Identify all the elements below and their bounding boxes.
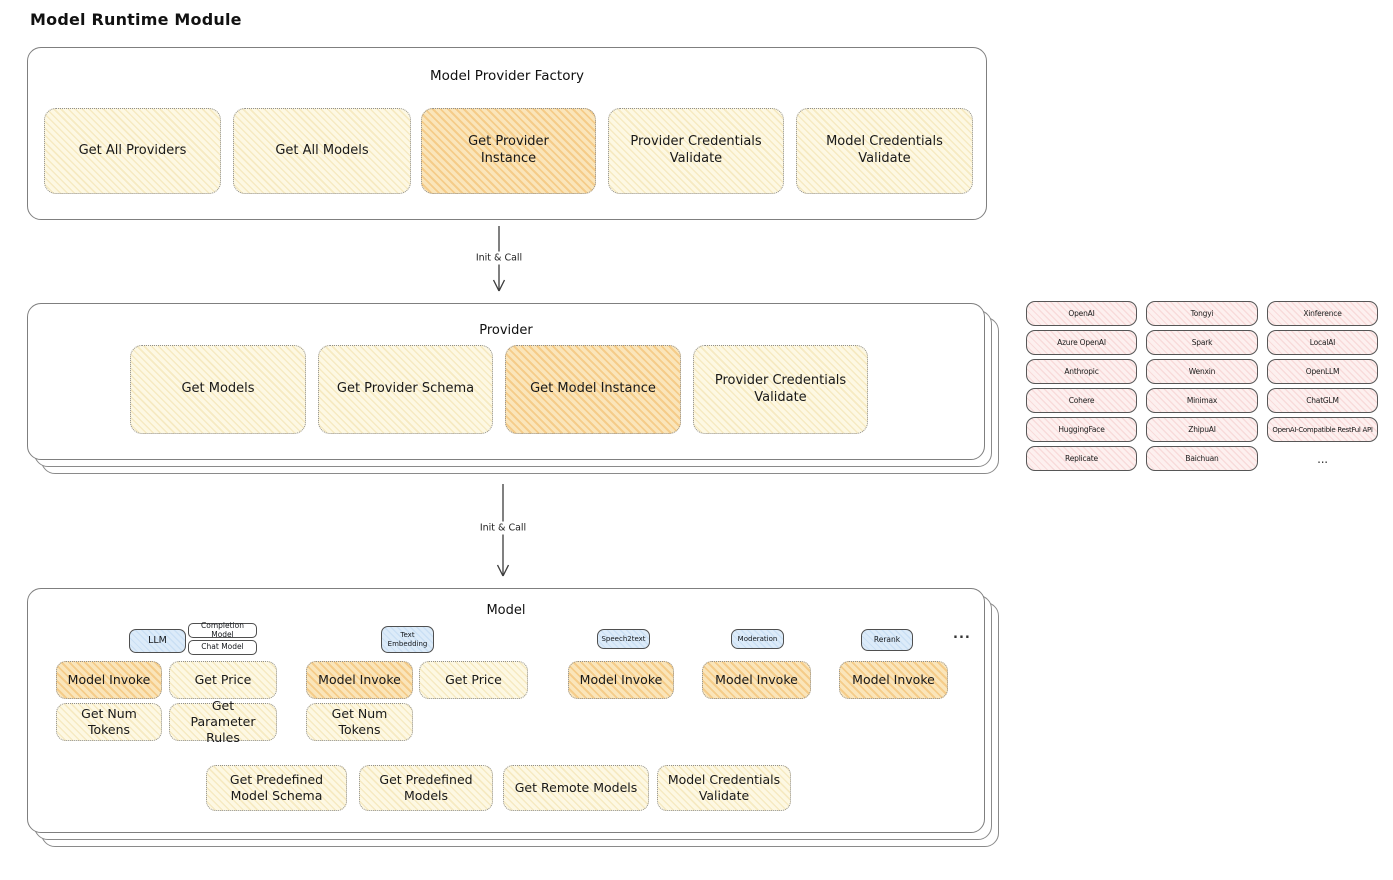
get-all-models-button: Get All Models [233, 108, 411, 194]
model-title: Model [486, 603, 526, 618]
provider-credentials-validate-button: Provider Credentials Validate [693, 345, 868, 434]
provider-pill: LocalAI [1267, 330, 1378, 355]
provider-credentials-validate-button: Provider Credentials Validate [608, 108, 784, 194]
model-box: Model LLM Completion Model Chat Model Te… [27, 588, 985, 833]
get-remote-models-button: Get Remote Models [503, 765, 649, 811]
provider-pill: Baichuan [1146, 446, 1258, 471]
model-invoke-button: Model Invoke [839, 661, 948, 699]
get-all-providers-button: Get All Providers [44, 108, 221, 194]
provider-pill: OpenLLM [1267, 359, 1378, 384]
get-num-tokens-button: Get Num Tokens [56, 703, 162, 741]
get-price-button: Get Price [419, 661, 528, 699]
provider-pill: ZhipuAI [1146, 417, 1258, 442]
provider-pill: Cohere [1026, 388, 1137, 413]
model-subtype-tag-completion-model: Completion Model [188, 621, 257, 638]
get-provider-schema-button: Get Provider Schema [318, 345, 493, 434]
more-providers-ellipsis: ... [1317, 451, 1328, 466]
model-type-tag-text-embedding: Text Embedding [381, 626, 434, 653]
provider-title: Provider [479, 323, 533, 338]
model-type-tag-speech2text: Speech2text [597, 629, 650, 649]
model-credentials-validate-button: Model Credentials Validate [796, 108, 973, 194]
model-invoke-button: Model Invoke [306, 661, 413, 699]
get-price-button: Get Price [169, 661, 277, 699]
provider-pill: OpenAI-Compatible RestFul API [1267, 417, 1378, 442]
get-num-tokens-button: Get Num Tokens [306, 703, 413, 741]
model-invoke-button: Model Invoke [56, 661, 162, 699]
provider-list-grid: OpenAI Tongyi Xinference Azure OpenAI Sp… [1026, 301, 1378, 471]
provider-pill: Azure OpenAI [1026, 330, 1137, 355]
get-predefined-model-schema-button: Get Predefined Model Schema [206, 765, 347, 811]
model-type-tag-llm: LLM [129, 629, 186, 653]
provider-pill: Anthropic [1026, 359, 1137, 384]
provider-pill: OpenAI [1026, 301, 1137, 326]
init-call-label: Init & Call [471, 521, 535, 535]
get-models-button: Get Models [130, 345, 306, 434]
provider-pill: Tongyi [1146, 301, 1258, 326]
get-model-instance-button: Get Model Instance [505, 345, 681, 434]
provider-pill: Spark [1146, 330, 1258, 355]
provider-box: Provider Get Models Get Provider Schema … [27, 303, 985, 460]
get-provider-instance-button: Get Provider Instance [421, 108, 596, 194]
provider-pill: Minimax [1146, 388, 1258, 413]
provider-pill: Replicate [1026, 446, 1137, 471]
model-credentials-validate-button: Model Credentials Validate [657, 765, 791, 811]
provider-pill: HuggingFace [1026, 417, 1137, 442]
model-invoke-button: Model Invoke [568, 661, 674, 699]
model-invoke-button: Model Invoke [702, 661, 811, 699]
provider-pill: Xinference [1267, 301, 1378, 326]
model-type-tag-moderation: Moderation [731, 629, 784, 649]
provider-pill: Wenxin [1146, 359, 1258, 384]
model-provider-factory-title: Model Provider Factory [429, 68, 584, 84]
get-parameter-rules-button: Get Parameter Rules [169, 698, 277, 745]
model-type-tag-rerank: Rerank [861, 629, 913, 651]
init-call-label: Init & Call [467, 251, 531, 265]
get-predefined-models-button: Get Predefined Models [359, 765, 493, 811]
model-provider-factory-box: Model Provider Factory Get All Providers… [27, 47, 987, 220]
model-subtype-tag-chat-model: Chat Model [188, 640, 257, 655]
provider-pill: ChatGLM [1267, 388, 1378, 413]
more-model-types-ellipsis: ... [953, 627, 971, 642]
page-title: Model Runtime Module [30, 10, 242, 29]
